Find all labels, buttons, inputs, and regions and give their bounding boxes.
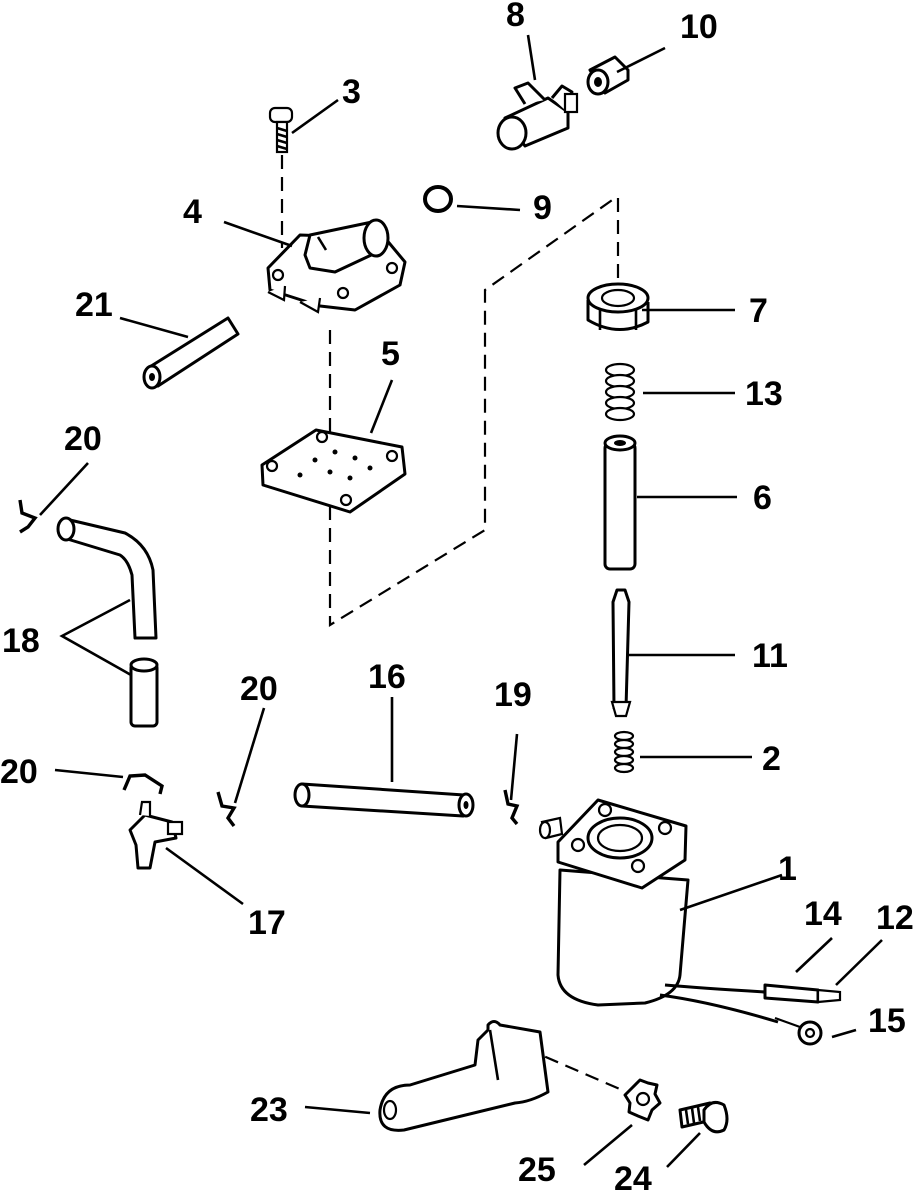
leader-lines: [39, 34, 883, 1168]
part-cap: [586, 55, 630, 96]
callout-c16: 16: [368, 658, 406, 696]
part-mounting-bracket: [378, 1020, 550, 1132]
part-o-ring: [423, 185, 453, 213]
part-lock-washer: [623, 1078, 662, 1122]
callout-c7: 7: [749, 292, 768, 330]
part-hose-elbow: [56, 516, 159, 728]
callout-c24: 24: [614, 1160, 652, 1191]
part-spring-upper: [604, 362, 636, 422]
callout-c9: 9: [533, 189, 552, 227]
callout-c25: 25: [518, 1151, 556, 1189]
callout-c5: 5: [381, 335, 400, 373]
part-hose-long: [293, 782, 475, 818]
callout-c20c: 20: [0, 753, 38, 791]
part-wire-connector: [763, 983, 842, 1046]
callout-c12: 12: [876, 899, 914, 937]
assembly-lines: [280, 155, 623, 1092]
callout-c4: 4: [183, 193, 202, 231]
part-clips: [18, 499, 520, 828]
part-nut-collar: [586, 282, 650, 332]
part-spring-small: [613, 730, 635, 774]
callout-c23: 23: [250, 1091, 288, 1129]
callout-c14: 14: [804, 895, 842, 933]
callout-c1: 1: [778, 850, 797, 888]
part-hose-short: [142, 316, 240, 390]
callout-c20a: 20: [64, 420, 102, 458]
part-check-valve: [496, 81, 579, 151]
part-pin-rod: [610, 588, 632, 718]
part-pump-cover: [266, 218, 407, 314]
part-tee-fitting: [128, 800, 184, 870]
callout-c20b: 20: [240, 670, 278, 708]
callout-c8: 8: [506, 0, 525, 34]
callout-c3: 3: [342, 73, 361, 111]
part-gasket-plate: [260, 428, 407, 514]
callout-c21: 21: [75, 286, 113, 324]
callout-c11: 11: [752, 637, 788, 675]
callout-c10: 10: [680, 8, 718, 46]
callout-c13: 13: [745, 375, 783, 413]
callout-c15: 15: [868, 1002, 906, 1040]
callout-c19: 19: [494, 676, 532, 714]
part-plunger: [603, 434, 637, 571]
part-bolt: [678, 1100, 729, 1134]
callout-c18: 18: [2, 622, 40, 660]
part-pump-body: [538, 798, 779, 1024]
callout-c6: 6: [753, 479, 772, 517]
part-screw: [268, 106, 294, 154]
callout-c17: 17: [248, 904, 286, 942]
callout-c2: 2: [762, 740, 781, 778]
